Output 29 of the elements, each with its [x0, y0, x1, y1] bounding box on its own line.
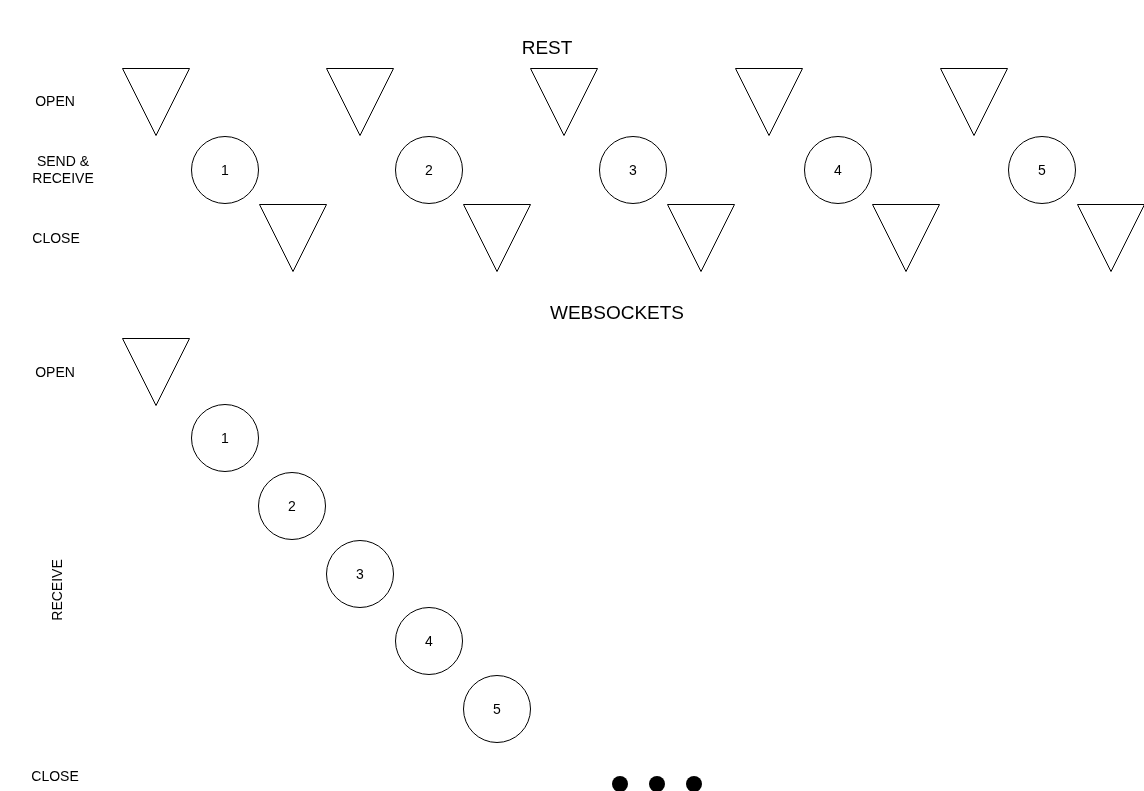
- row-label: CLOSE: [31, 767, 79, 785]
- row-label: RECEIVE: [48, 559, 66, 621]
- triangle-marker: [463, 204, 531, 272]
- step-circle: 3: [599, 136, 667, 204]
- triangle-marker: [122, 68, 190, 136]
- step-circle: 2: [395, 136, 463, 204]
- row-label: SEND & RECEIVE: [31, 153, 95, 187]
- step-circle: 5: [463, 675, 531, 743]
- triangle-marker: [122, 338, 190, 406]
- triangle-marker: [530, 68, 598, 136]
- triangle-marker: [1077, 204, 1144, 272]
- section-title: WEBSOCKETS: [549, 303, 685, 321]
- triangle-marker: [667, 204, 735, 272]
- step-circle: 3: [326, 540, 394, 608]
- triangle-marker: [735, 68, 803, 136]
- step-circle: 4: [395, 607, 463, 675]
- row-label: OPEN: [35, 363, 75, 381]
- row-label: CLOSE: [32, 229, 80, 247]
- triangle-marker: [326, 68, 394, 136]
- step-circle: 1: [191, 404, 259, 472]
- triangle-marker: [259, 204, 327, 272]
- step-circle: 1: [191, 136, 259, 204]
- step-circle: 2: [258, 472, 326, 540]
- step-circle: 4: [804, 136, 872, 204]
- section-title: REST: [521, 38, 573, 56]
- row-label: OPEN: [35, 92, 75, 110]
- triangle-marker: [940, 68, 1008, 136]
- step-circle: 5: [1008, 136, 1076, 204]
- triangle-marker: [872, 204, 940, 272]
